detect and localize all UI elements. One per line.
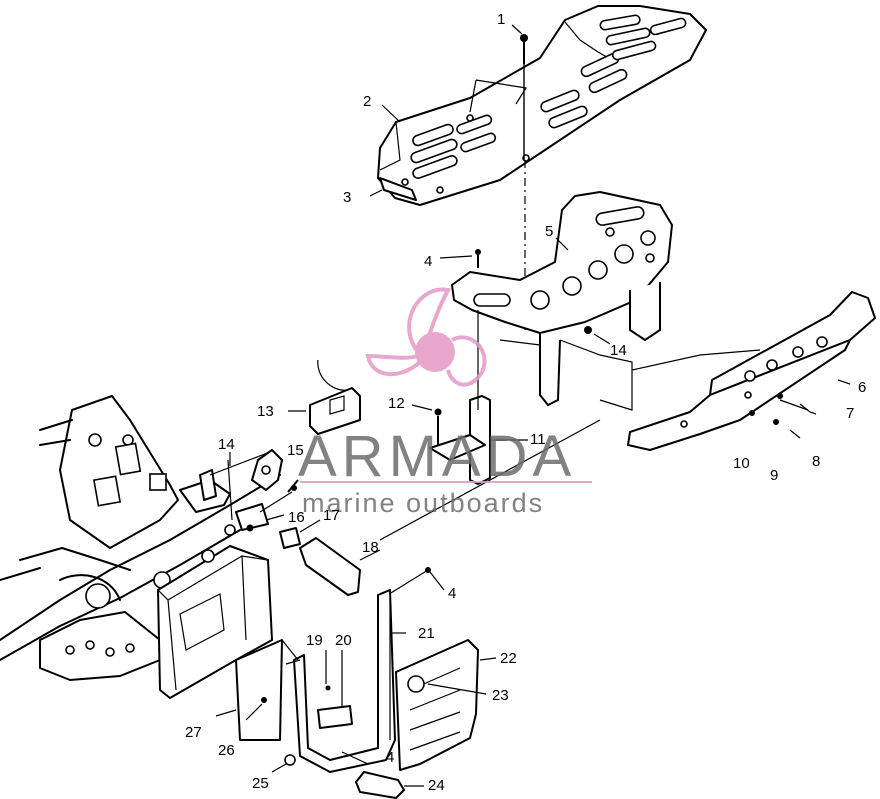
callout-15: 15 (287, 442, 304, 459)
leader-line (379, 419, 601, 541)
callout-11: 11 (530, 431, 546, 448)
callout-25: 25 (252, 775, 269, 792)
fasteners-7-10 (749, 393, 817, 439)
callout-14-left: 14 (218, 436, 235, 453)
rear-bumper-part (627, 291, 876, 451)
callout-13: 13 (257, 403, 274, 420)
callout-17: 17 (323, 507, 340, 524)
callout-5: 5 (545, 223, 554, 240)
callout-4-bottom: 4 (386, 749, 395, 766)
callout-22: 22 (500, 650, 517, 667)
hose-part-18 (299, 537, 381, 596)
small-hardware-left (227, 459, 321, 549)
callout-2: 2 (363, 93, 372, 110)
leader-line (499, 339, 541, 346)
callout-6: 6 (858, 379, 867, 396)
callout-1: 1 (497, 11, 506, 28)
callout-27: 27 (185, 724, 202, 741)
rear-rack-part (377, 5, 707, 206)
clip-part-24 (341, 751, 424, 799)
leader-line (427, 683, 487, 695)
watermark-brand: ARMADA (298, 424, 577, 489)
callout-19: 19 (306, 632, 323, 649)
callout-26: 26 (218, 742, 235, 759)
callout-8: 8 (812, 453, 821, 470)
screw-part-1 (520, 34, 528, 160)
leader-line (469, 79, 477, 113)
callout-leaders (229, 24, 851, 661)
bolt-part-12 (411, 404, 442, 445)
callout-21: 21 (418, 625, 435, 642)
callout-12: 12 (388, 395, 405, 412)
watermark-tagline: marine outboards (302, 488, 545, 518)
callout-14-right: 14 (610, 342, 627, 359)
callout-23: 23 (492, 687, 509, 704)
side-plate-part (215, 639, 299, 741)
callout-18: 18 (362, 539, 379, 556)
screw-part-4-top (439, 249, 481, 268)
armada-propeller-logo (365, 287, 487, 387)
clip-part-3 (369, 177, 417, 201)
callout-24: 24 (428, 777, 445, 794)
watermark-divider (300, 481, 592, 483)
leader-line (385, 569, 429, 597)
mud-flap-bracket-part (285, 589, 396, 773)
callout-4-top: 4 (424, 253, 433, 270)
callout-3: 3 (343, 189, 352, 206)
callout-7: 7 (846, 405, 855, 422)
mud-flap-part (395, 639, 479, 771)
battery-box-part (157, 524, 273, 699)
callout-10: 10 (733, 455, 750, 472)
chassis-frame-part (0, 395, 283, 681)
nut-part-25 (271, 754, 296, 773)
sub-frame-part (451, 191, 761, 411)
callout-20: 20 (335, 632, 352, 649)
leader-line (475, 79, 527, 105)
callout-9: 9 (770, 467, 779, 484)
plate-part-20 (317, 650, 353, 729)
bolt-part-14-right (584, 326, 611, 345)
callout-4-mid: 4 (448, 585, 457, 602)
tail-light-part (288, 359, 361, 435)
callout-16: 16 (288, 509, 305, 526)
bracket-part-11 (429, 310, 528, 485)
